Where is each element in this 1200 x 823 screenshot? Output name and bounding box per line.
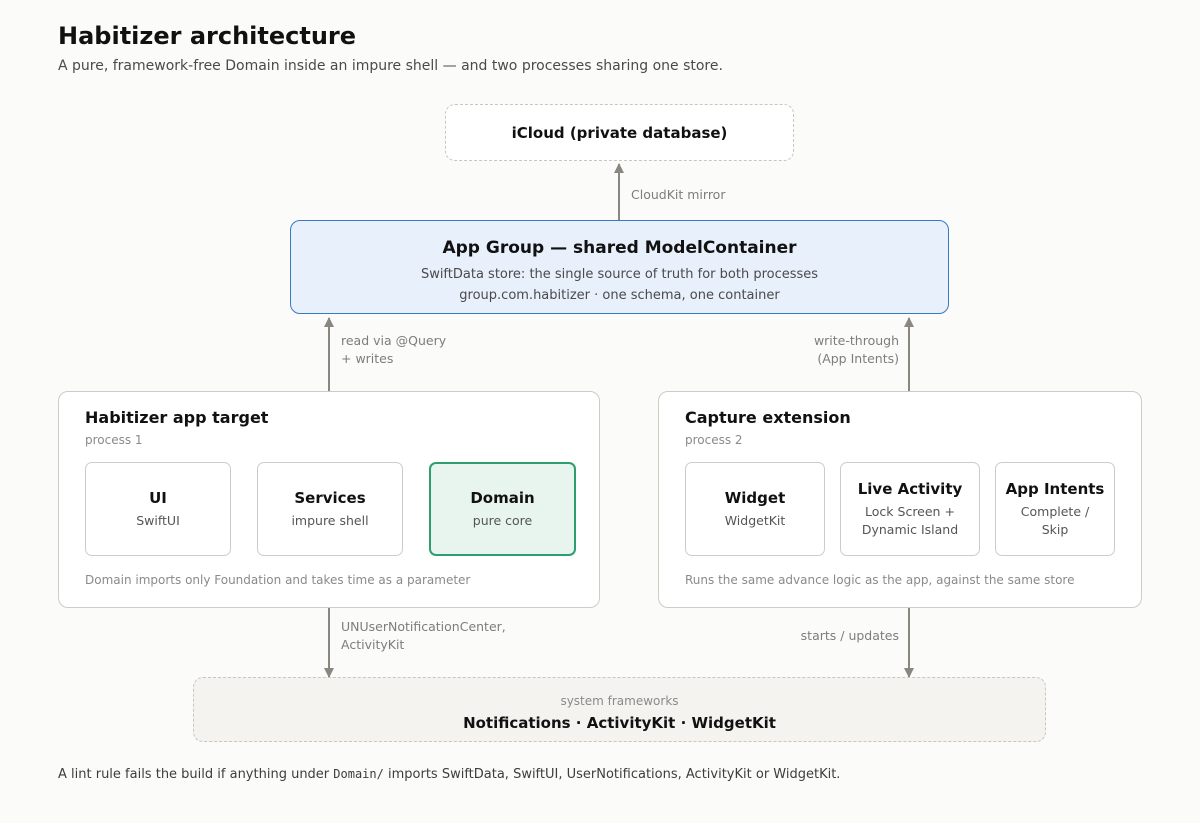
services-box-sub: impure shell: [291, 512, 369, 528]
app-intents-box-sub: Complete / Skip: [1021, 503, 1089, 539]
services-box: Services impure shell: [257, 462, 403, 556]
edge-label-cloudkit: CloudKit mirror: [631, 187, 726, 202]
icloud-box: iCloud (private database): [445, 104, 794, 161]
widget-box-title: Widget: [724, 488, 786, 507]
app-group-box: App Group — shared ModelContainer SwiftD…: [290, 220, 949, 314]
live-activity-box: Live Activity Lock Screen + Dynamic Isla…: [840, 462, 980, 556]
live-activity-box-title: Live Activity: [857, 479, 963, 498]
edge-label-notifications-line1: UNUserNotificationCenter,: [341, 619, 506, 634]
page-title: Habitizer architecture: [58, 22, 357, 50]
live-activity-sub-line1: Lock Screen +: [865, 503, 955, 519]
domain-box-title: Domain: [470, 488, 535, 507]
system-frameworks-box: system frameworks Notifications · Activi…: [193, 677, 1046, 742]
edge-label-read-query: read via @Query + writes: [341, 332, 446, 367]
system-frameworks-list: Notifications · ActivityKit · WidgetKit: [463, 714, 776, 732]
edge-label-notifications-line2: ActivityKit: [341, 636, 405, 652]
app-intents-box-title: App Intents: [1005, 479, 1105, 498]
footnote-text-before: A lint rule fails the build if anything …: [58, 767, 334, 782]
widget-box: Widget WidgetKit: [685, 462, 825, 556]
footnote-code-path: Domain/: [333, 767, 384, 781]
edge-label-write-through-line2: (App Intents): [817, 350, 899, 366]
domain-box-sub: pure core: [472, 512, 533, 528]
lint-rule-footnote: A lint rule fails the build if anything …: [58, 767, 840, 782]
services-box-title: Services: [294, 488, 366, 507]
app-group-title: App Group — shared ModelContainer: [442, 238, 797, 258]
system-frameworks-caption: system frameworks: [560, 694, 679, 708]
ui-box-title: UI: [149, 488, 167, 507]
edge-label-notifications: UNUserNotificationCenter, ActivityKit: [341, 618, 506, 653]
live-activity-sub-line2: Dynamic Island: [861, 521, 959, 537]
edge-label-read-query-line2: + writes: [341, 350, 394, 366]
footnote-text-after: imports SwiftData, SwiftUI, UserNotifica…: [383, 767, 841, 782]
capture-extension-process: process 2: [685, 433, 743, 447]
app-group-description: SwiftData store: the single source of tr…: [420, 267, 819, 282]
edge-label-write-through: write-through (App Intents): [760, 332, 899, 367]
page-subtitle: A pure, framework-free Domain inside an …: [58, 58, 723, 74]
live-activity-box-sub: Lock Screen + Dynamic Island: [862, 503, 958, 539]
ui-box-sub: SwiftUI: [136, 512, 180, 528]
app-target-footer: Domain imports only Foundation and takes…: [85, 573, 471, 587]
widget-box-sub: WidgetKit: [724, 512, 786, 528]
ui-box: UI SwiftUI: [85, 462, 231, 556]
app-intents-box: App Intents Complete / Skip: [995, 462, 1115, 556]
app-intents-sub-line2: Skip: [1041, 521, 1069, 537]
edge-label-starts-updates: starts / updates: [800, 628, 899, 643]
app-target-process: process 1: [85, 433, 143, 447]
app-target-title: Habitizer app target: [85, 408, 269, 427]
app-group-identifier: group.com.habitizer · one schema, one co…: [459, 288, 780, 303]
app-intents-sub-line1: Complete /: [1020, 503, 1090, 519]
edge-label-write-through-line1: write-through: [813, 333, 899, 348]
domain-box: Domain pure core: [429, 462, 576, 556]
icloud-label: iCloud (private database): [511, 123, 728, 142]
capture-extension-footer: Runs the same advance logic as the app, …: [685, 573, 1075, 587]
edge-label-read-query-line1: read via @Query: [341, 333, 447, 348]
capture-extension-title: Capture extension: [685, 408, 851, 427]
